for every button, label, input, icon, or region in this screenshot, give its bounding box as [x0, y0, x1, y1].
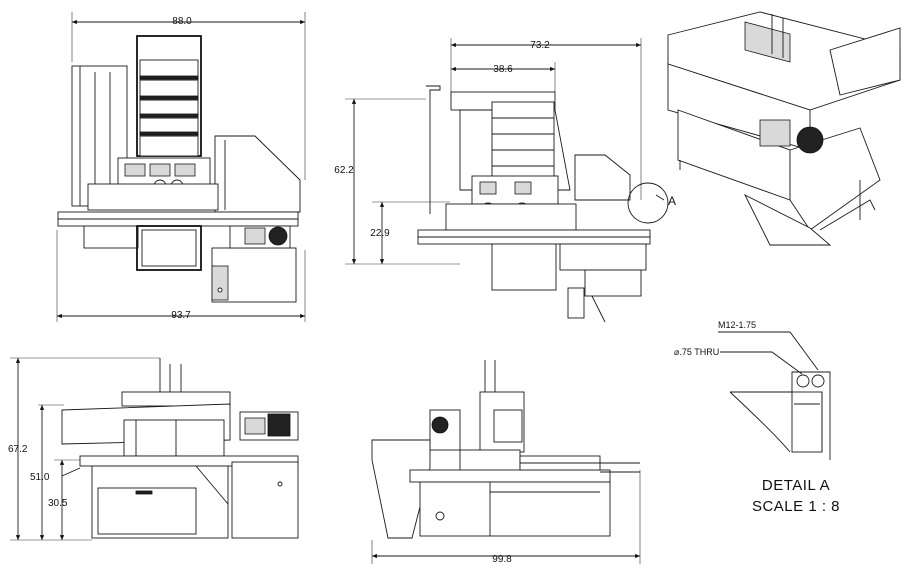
detail-thread-note: M12-1.75 — [718, 320, 756, 330]
dim-rear-width: 99.8 — [492, 554, 512, 565]
dim-left-height-total: 67.2 — [8, 444, 28, 455]
dim-side-height-total: 62.2 — [334, 165, 354, 176]
dim-left-height-mid: 51.0 — [30, 472, 50, 483]
dim-front-width-top: 88.0 — [172, 16, 192, 27]
front-view: 88.0 — [56, 12, 306, 322]
detail-callout-label: A — [668, 194, 676, 208]
detail-a: M12-1.75 ⌀.75 THRU DETAIL A SCALE 1 : 8 — [674, 320, 840, 515]
isometric-view — [667, 11, 901, 246]
left-elevation-view: 67.2 51.0 30.5 — [8, 357, 299, 541]
detail-scale: SCALE 1 : 8 — [752, 498, 840, 515]
dim-side-width-top: 73.2 — [530, 40, 550, 51]
dim-front-width-bottom: 93.7 — [171, 310, 191, 321]
dim-side-height-table: 22.9 — [370, 228, 390, 239]
detail-hole-note: ⌀.75 THRU — [674, 347, 719, 357]
dim-side-width-inner: 38.6 — [493, 64, 513, 75]
rear-elevation-view: 99.8 — [371, 360, 641, 565]
detail-title: DETAIL A — [762, 477, 830, 494]
dim-left-height-low: 30.5 — [48, 498, 68, 509]
side-view: 73.2 38.6 62.2 22.9 — [334, 38, 676, 323]
